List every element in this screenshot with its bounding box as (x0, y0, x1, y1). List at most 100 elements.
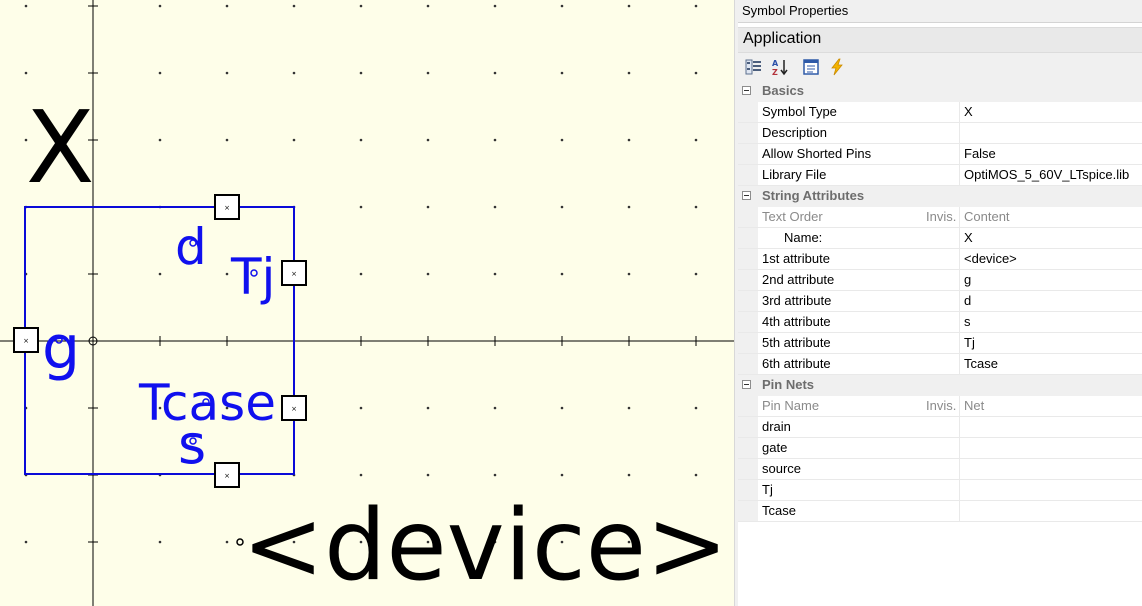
pin-net[interactable] (959, 501, 1142, 521)
pin-row-drain[interactable]: drain (738, 417, 1142, 438)
property-pages-icon (803, 59, 819, 75)
category-string-attributes[interactable]: String Attributes (738, 186, 1142, 207)
attribute-row-4th[interactable]: 4th attribute s (738, 312, 1142, 333)
events-lightning-icon (831, 58, 843, 76)
pin-row-source[interactable]: source (738, 459, 1142, 480)
pin-net[interactable] (959, 417, 1142, 437)
pin-name: drain (762, 419, 791, 434)
property-value[interactable]: X (959, 102, 1142, 122)
attribute-row-5th[interactable]: 5th attribute Tj (738, 333, 1142, 354)
pin-label-tj[interactable]: Tj (231, 248, 276, 306)
column-header-invis: Invis. (926, 398, 957, 413)
text-anchor-g (55, 336, 63, 344)
column-header-invis: Invis. (926, 209, 957, 224)
attribute-value[interactable]: g (959, 270, 1142, 290)
property-row-symbol-type[interactable]: Symbol Type X (738, 102, 1142, 123)
category-basics[interactable]: Basics (738, 81, 1142, 102)
category-pin-nets[interactable]: Pin Nets (738, 375, 1142, 396)
instance-name-label[interactable]: X (26, 89, 95, 206)
pin-row-tj[interactable]: Tj (738, 480, 1142, 501)
text-anchor-tcase (202, 398, 210, 406)
pin-source-box[interactable]: × (214, 462, 240, 488)
text-anchor-d (189, 239, 197, 247)
property-row-description[interactable]: Description (738, 123, 1142, 144)
value-label[interactable]: <device> (242, 489, 729, 603)
pin-row-tcase[interactable]: Tcase (738, 501, 1142, 522)
schematic-grid: × × × × × (0, 0, 734, 606)
events-button[interactable] (827, 57, 847, 77)
origin-marker (88, 336, 98, 346)
pin-name: Tj (762, 482, 773, 497)
pin-name: source (762, 461, 802, 476)
pin-gate-box[interactable]: × (13, 327, 39, 353)
pin-drain-box[interactable]: × (214, 194, 240, 220)
attribute-value[interactable]: <device> (959, 249, 1142, 269)
attribute-label: Name: (784, 230, 823, 245)
pin-nets-header: Pin Name Invis. Net (738, 396, 1142, 417)
object-name: Application (743, 30, 822, 47)
attribute-row-3rd[interactable]: 3rd attribute d (738, 291, 1142, 312)
attribute-label: 6th attribute (762, 356, 831, 371)
attribute-value[interactable]: d (959, 291, 1142, 311)
attribute-row-2nd[interactable]: 2nd attribute g (738, 270, 1142, 291)
attribute-value[interactable]: s (959, 312, 1142, 332)
string-attributes-header: Text Order Invis. Content (738, 207, 1142, 228)
column-header-content: Content (959, 207, 1142, 227)
pin-net[interactable] (959, 459, 1142, 479)
alphabetical-sort-button[interactable]: A Z (770, 57, 790, 77)
attribute-value[interactable]: Tj (959, 333, 1142, 353)
property-grid: Basics Symbol Type X Description Allow S… (738, 81, 1142, 522)
attribute-row-name[interactable]: Name: X (738, 228, 1142, 249)
symbol-editor-canvas[interactable]: × × × × × X <device> d Tj g Tcase s (0, 0, 734, 606)
property-value[interactable] (959, 123, 1142, 143)
pin-row-gate[interactable]: gate (738, 438, 1142, 459)
property-value[interactable]: False (959, 144, 1142, 164)
panel-splitter[interactable] (734, 0, 739, 606)
column-header-text-order: Text Order (762, 209, 823, 224)
property-label: Symbol Type (762, 104, 837, 119)
attribute-value[interactable]: X (959, 228, 1142, 248)
attribute-label: 4th attribute (762, 314, 831, 329)
column-header-net: Net (959, 396, 1142, 416)
attribute-row-6th[interactable]: 6th attribute Tcase (738, 354, 1142, 375)
attribute-label: 5th attribute (762, 335, 831, 350)
column-header-pin-name: Pin Name (762, 398, 820, 413)
property-value[interactable]: OptiMOS_5_60V_LTspice.lib (959, 165, 1142, 185)
property-label: Library File (762, 167, 827, 182)
pin-label-g[interactable]: g (42, 313, 81, 383)
collapse-pin-nets-icon[interactable] (742, 380, 751, 389)
property-label: Allow Shorted Pins (762, 146, 872, 161)
pin-name: gate (762, 440, 788, 455)
text-anchor-device (236, 538, 244, 546)
svg-text:Z: Z (772, 68, 778, 76)
category-title: Pin Nets (762, 377, 815, 392)
attribute-value[interactable]: Tcase (959, 354, 1142, 374)
collapse-basics-icon[interactable] (742, 86, 751, 95)
object-selector[interactable]: Application (738, 27, 1142, 53)
svg-text:×: × (291, 405, 297, 413)
property-row-allow-shorted-pins[interactable]: Allow Shorted Pins False (738, 144, 1142, 165)
grid-dots (24, 4, 698, 544)
property-pages-button[interactable] (801, 57, 821, 77)
pin-label-tcase[interactable]: Tcase (139, 374, 276, 432)
pin-net[interactable] (959, 480, 1142, 500)
pin-net[interactable] (959, 438, 1142, 458)
attribute-label: 1st attribute (762, 251, 830, 266)
pin-name: Tcase (762, 503, 796, 518)
property-row-library-file[interactable]: Library File OptiMOS_5_60V_LTspice.lib (738, 165, 1142, 186)
text-anchor-tj (250, 269, 258, 277)
attribute-row-1st[interactable]: 1st attribute <device> (738, 249, 1142, 270)
pin-label-d[interactable]: d (175, 218, 207, 276)
pin-tcase-box[interactable]: × (281, 395, 307, 421)
categorized-view-button[interactable] (744, 57, 764, 77)
attribute-label: 3rd attribute (762, 293, 832, 308)
pin-tj-box[interactable]: × (281, 260, 307, 286)
property-grid-toolbar: A Z (738, 53, 1142, 81)
svg-text:×: × (224, 472, 230, 480)
collapse-string-attributes-icon[interactable] (742, 191, 751, 200)
category-title: Basics (762, 83, 804, 98)
svg-text:×: × (23, 337, 29, 345)
property-label: Description (762, 125, 828, 140)
pin-label-s[interactable]: s (178, 413, 207, 476)
svg-text:A: A (772, 59, 779, 68)
